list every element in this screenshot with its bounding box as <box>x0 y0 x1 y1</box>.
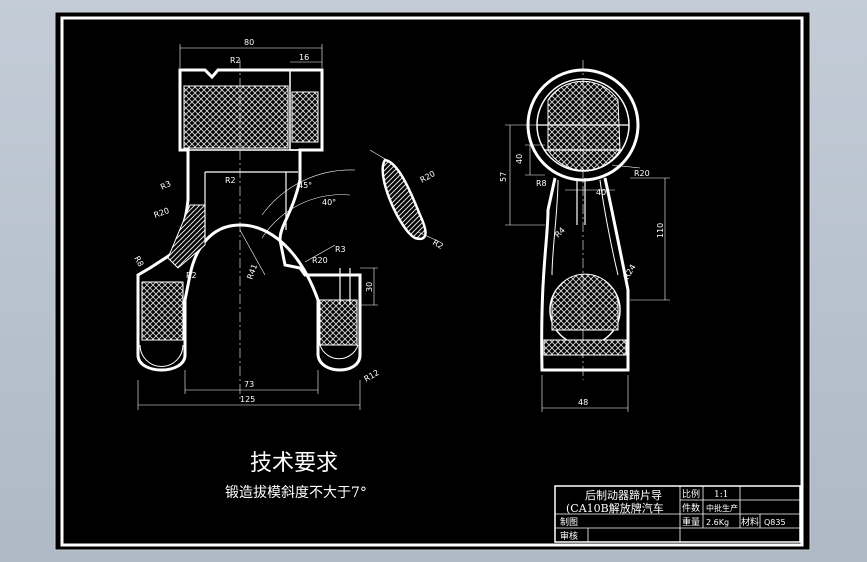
qty-value: 中批生产 <box>706 503 738 513</box>
drawing-sheet <box>54 11 811 551</box>
side-view <box>505 60 670 412</box>
dim-r20-side: R20 <box>634 169 650 178</box>
weight-value: 2.6Kg <box>706 518 729 527</box>
dim-73: 73 <box>244 380 254 389</box>
dim-80: 80 <box>244 38 254 47</box>
dim-110: 110 <box>656 223 665 238</box>
title-block-text: 后制动器蹄片导 (CA10B解放牌汽车 比例 1:1 件数 中批生产 重量 2.… <box>560 488 786 542</box>
front-left-foot-section <box>141 281 184 341</box>
dim-16: 16 <box>299 53 309 62</box>
dim-40-horizontal: 40 <box>596 188 606 197</box>
drawn-label: 制图 <box>560 516 578 528</box>
drawing-border <box>60 16 804 547</box>
part-name-line-2: (CA10B解放牌汽车 <box>566 501 664 515</box>
material-value: Q835 <box>764 518 786 527</box>
dim-angle-45: 45° <box>298 181 312 190</box>
weight-label: 重量 <box>682 516 700 528</box>
dim-125: 125 <box>240 395 255 404</box>
technical-requirements: 技术要求 锻造拔模斜度不大于7° <box>225 451 367 501</box>
front-boss-section <box>291 91 319 143</box>
side-bottom-section <box>551 273 619 331</box>
dim-r2-low: R2 <box>186 271 197 280</box>
rib-section-view: R20 R2 <box>369 149 445 251</box>
dim-40-vertical: 40 <box>515 154 524 164</box>
dim-r2-mid: R2 <box>225 176 236 185</box>
scale-label: 比例 <box>682 488 700 500</box>
checked-label: 审核 <box>560 530 578 542</box>
part-name-line-1: 后制动器蹄片导 <box>585 488 662 502</box>
dim-angle-40: 40° <box>322 198 336 207</box>
dim-r3-mid: R3 <box>335 245 346 254</box>
requirements-line-1: 锻造拔模斜度不大于7° <box>225 485 367 501</box>
front-right-foot-section <box>319 299 358 346</box>
requirements-title: 技术要求 <box>250 451 338 476</box>
front-rib-section <box>167 204 206 269</box>
side-arm-outline <box>540 177 630 372</box>
dim-r3-left: R3 <box>159 179 172 192</box>
front-view <box>136 44 378 410</box>
qty-label: 件数 <box>682 502 700 514</box>
dim-r20-mid: R20 <box>312 256 328 265</box>
front-view-outline <box>136 68 362 372</box>
dim-57: 57 <box>499 172 508 182</box>
title-block <box>554 485 801 543</box>
dim-r8-side: R8 <box>536 179 547 188</box>
dim-30: 30 <box>365 282 374 292</box>
dim-48: 48 <box>578 398 588 407</box>
material-label: 材料 <box>741 516 759 528</box>
side-top-section <box>547 80 621 171</box>
side-bottom-flange <box>543 339 627 356</box>
dim-r2-top: R2 <box>230 56 241 65</box>
scale-value: 1:1 <box>714 490 728 500</box>
front-top-section <box>183 85 289 149</box>
